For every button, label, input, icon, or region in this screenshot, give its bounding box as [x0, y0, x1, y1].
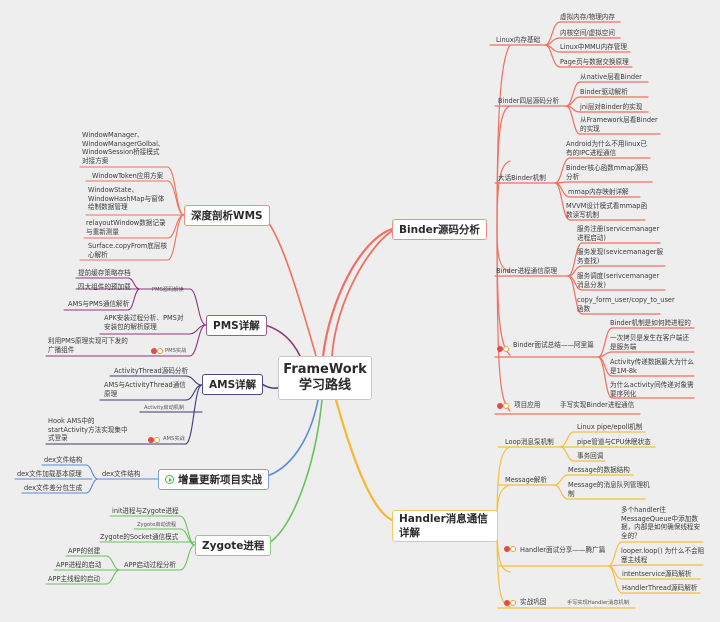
ams-startup-item[interactable]: ActivityThread源码分析 — [114, 367, 189, 375]
binder-talk-item[interactable]: mmap内存映射详解 — [568, 188, 629, 196]
pms-practice[interactable]: PMS实战 — [165, 348, 187, 354]
ams-practice[interactable]: AMS实战 — [163, 436, 185, 442]
zygote-app-start-item[interactable]: APP主线程的启动 — [48, 575, 101, 583]
ams-startup[interactable]: Activity启动机制 — [144, 405, 185, 411]
zygote-app-start-item[interactable]: APP的创建 — [68, 547, 101, 555]
binder-project[interactable]: 项目应用 — [514, 401, 541, 409]
handler-practice[interactable]: 实战巩固 — [520, 598, 547, 606]
handler-message-item[interactable]: Message的消息队列管理机制 — [568, 481, 650, 498]
central-node[interactable]: FrameWork 学习路线 — [278, 356, 372, 400]
handler-loop[interactable]: Loop消息泵机制 — [505, 438, 554, 446]
priority-badge-icon — [504, 546, 517, 552]
wms-item[interactable]: relayoutWindow数据记录与重新测量 — [86, 219, 166, 236]
zygote-app-start-item[interactable]: APP进程的启动 — [56, 561, 102, 569]
binder-interview-item[interactable]: Binder机制是如何跨进程的 — [610, 319, 691, 327]
wms-item[interactable]: WindowToken应用方案 — [92, 172, 164, 180]
topic-handler[interactable]: Handler消息通信详解 — [392, 510, 498, 542]
zygote-item[interactable]: Zygote的Socket通信模式 — [100, 533, 179, 541]
binder-interview[interactable]: Binder面试总结——阿里篇 — [513, 341, 594, 349]
binder-interview-item[interactable]: 一次拷贝是发生在客户端还是服务端 — [610, 334, 690, 351]
binder-ipc-item[interactable]: 服务发现(sevicemanager服务查找) — [577, 248, 664, 265]
binder-ipc-item[interactable]: 服务注册(servicemanager进程启动) — [577, 225, 660, 242]
handler-interview-item[interactable]: intentservice源码解析 — [622, 570, 692, 578]
central-title-line2: 学习路线 — [298, 378, 351, 393]
pms-apk[interactable]: APK安装过程分析、PMS对安装包的解析原理 — [104, 314, 184, 331]
binder-interview-item[interactable]: Activity传递数据最大为什么是1M-8k — [610, 358, 695, 375]
priority-badge-icon — [504, 600, 517, 606]
binder-ipc-item[interactable]: 服务调度(serivcemanager消息分发) — [577, 272, 660, 289]
pms-source-item[interactable]: AMS与PMS通信解析 — [68, 300, 130, 308]
topic-incremental-label: 增量更新项目实战 — [178, 474, 262, 486]
pms-source-item[interactable]: 提前缓存策略存档 — [78, 269, 131, 277]
pms-practice-item[interactable]: 利用PMS原理实现可下发的广播组件 — [48, 337, 128, 354]
binder-talk-item[interactable]: MVVM设计模式看mmap函数读写机制 — [566, 202, 648, 219]
binder-linux-mem-item[interactable]: Linux中MMU内存管理 — [560, 43, 627, 51]
zygote-item[interactable]: init进程与Zygote进程 — [112, 507, 179, 515]
wms-item[interactable]: Surface.copyFrom底层核心解析 — [88, 242, 168, 259]
binder-four-layers-item[interactable]: Binder驱动解析 — [580, 88, 628, 96]
wms-item[interactable]: WindowState、WindowHashMap与窗体绘制数据管理 — [88, 186, 165, 212]
topic-zygote[interactable]: Zygote进程 — [195, 535, 272, 556]
handler-interview-item[interactable]: HandlerThread源码解析 — [622, 584, 698, 592]
incremental-dex-item[interactable]: dex文件加载基本原理 — [17, 470, 82, 478]
binder-four-layers-item[interactable]: jni层对Binder的实现 — [580, 103, 643, 111]
binder-four-layers-item[interactable]: 从Framework层看Binder的实现 — [580, 116, 658, 133]
binder-linux-mem[interactable]: Linux内存基础 — [496, 36, 541, 44]
topic-ams[interactable]: AMS详解 — [202, 374, 264, 395]
zygote-item[interactable]: Zygote启动流程 — [137, 522, 177, 528]
incremental-dex-item[interactable]: dex文件结构 — [44, 456, 83, 464]
wms-item[interactable]: WindowManager、WindowManagerGolbal、Window… — [82, 131, 165, 165]
binder-project-item[interactable]: 手写实现Binder进程通信 — [560, 401, 635, 409]
handler-interview-item[interactable]: looper.loop() 为什么不会阻塞主线程 — [621, 547, 705, 564]
binder-talk-item[interactable]: Binder核心函数mmap源码分析 — [566, 164, 649, 181]
handler-practice-item[interactable]: 手写实现Handler消息机制 — [567, 600, 629, 606]
handler-interview-item[interactable]: 多个handler往MessageQueue中添加数据，内部是如何确保线程安全的… — [621, 506, 701, 540]
binder-talk[interactable]: 大话Binder机制 — [498, 174, 546, 182]
priority-badge-icon — [497, 403, 510, 409]
handler-loop-item[interactable]: pipe管道与CPU休眠状态 — [577, 438, 651, 446]
ams-practice-item[interactable]: Hook AMS中的startActivity方法实现集中式登录 — [48, 417, 128, 443]
priority-badge-icon — [497, 346, 510, 352]
binder-ipc-item[interactable]: copy_form_user/copy_to_user函数 — [577, 296, 675, 313]
handler-loop-item[interactable]: Linux pipe/epoll机制 — [577, 423, 643, 431]
topic-wms[interactable]: 深度剖析WMS — [184, 205, 270, 226]
incremental-dex-item[interactable]: dex文件差分包生成 — [24, 484, 83, 492]
handler-interview[interactable]: Handler面试分享——腾广篇 — [520, 546, 606, 554]
binder-linux-mem-item[interactable]: 内核空间/虚拟空间 — [560, 29, 615, 37]
pms-source[interactable]: PMS源码解读 — [152, 287, 184, 293]
topic-pms[interactable]: PMS详解 — [206, 315, 267, 336]
topic-incremental[interactable]: 增量更新项目实战 — [158, 469, 269, 490]
binder-ipc[interactable]: Binder进程通信原理 — [496, 267, 558, 275]
priority-badge-icon — [151, 348, 164, 354]
binder-interview-item[interactable]: 为什么activity间传递对象需要序列化 — [610, 381, 694, 398]
pms-source-item[interactable]: 四大组件的预加载 — [78, 283, 131, 291]
handler-message-item[interactable]: Message的数据结构 — [568, 466, 630, 474]
binder-linux-mem-item[interactable]: 虚拟内存/物理内存 — [560, 13, 615, 21]
central-title-line1: FrameWork — [283, 362, 367, 377]
play-icon — [165, 475, 174, 484]
binder-four-layers[interactable]: Binder四层源码分析 — [498, 97, 560, 105]
binder-talk-item[interactable]: Android为什么不用linux已有的IPC进程通信 — [566, 140, 647, 157]
binder-linux-mem-item[interactable]: Page页与数据交换原理 — [560, 58, 629, 66]
ams-startup-item[interactable]: AMS与ActivityThread通信原理 — [104, 381, 186, 398]
binder-four-layers-item[interactable]: 从native层看Binder — [580, 73, 642, 81]
priority-badge-icon — [148, 437, 161, 443]
incremental-dex[interactable]: dex文件结构 — [102, 470, 141, 478]
topic-binder[interactable]: Binder源码分析 — [392, 219, 487, 240]
zygote-app-start[interactable]: APP启动过程分析 — [124, 561, 177, 569]
handler-message[interactable]: Message解析 — [505, 476, 548, 484]
handler-loop-item[interactable]: 事务回调 — [577, 452, 604, 460]
